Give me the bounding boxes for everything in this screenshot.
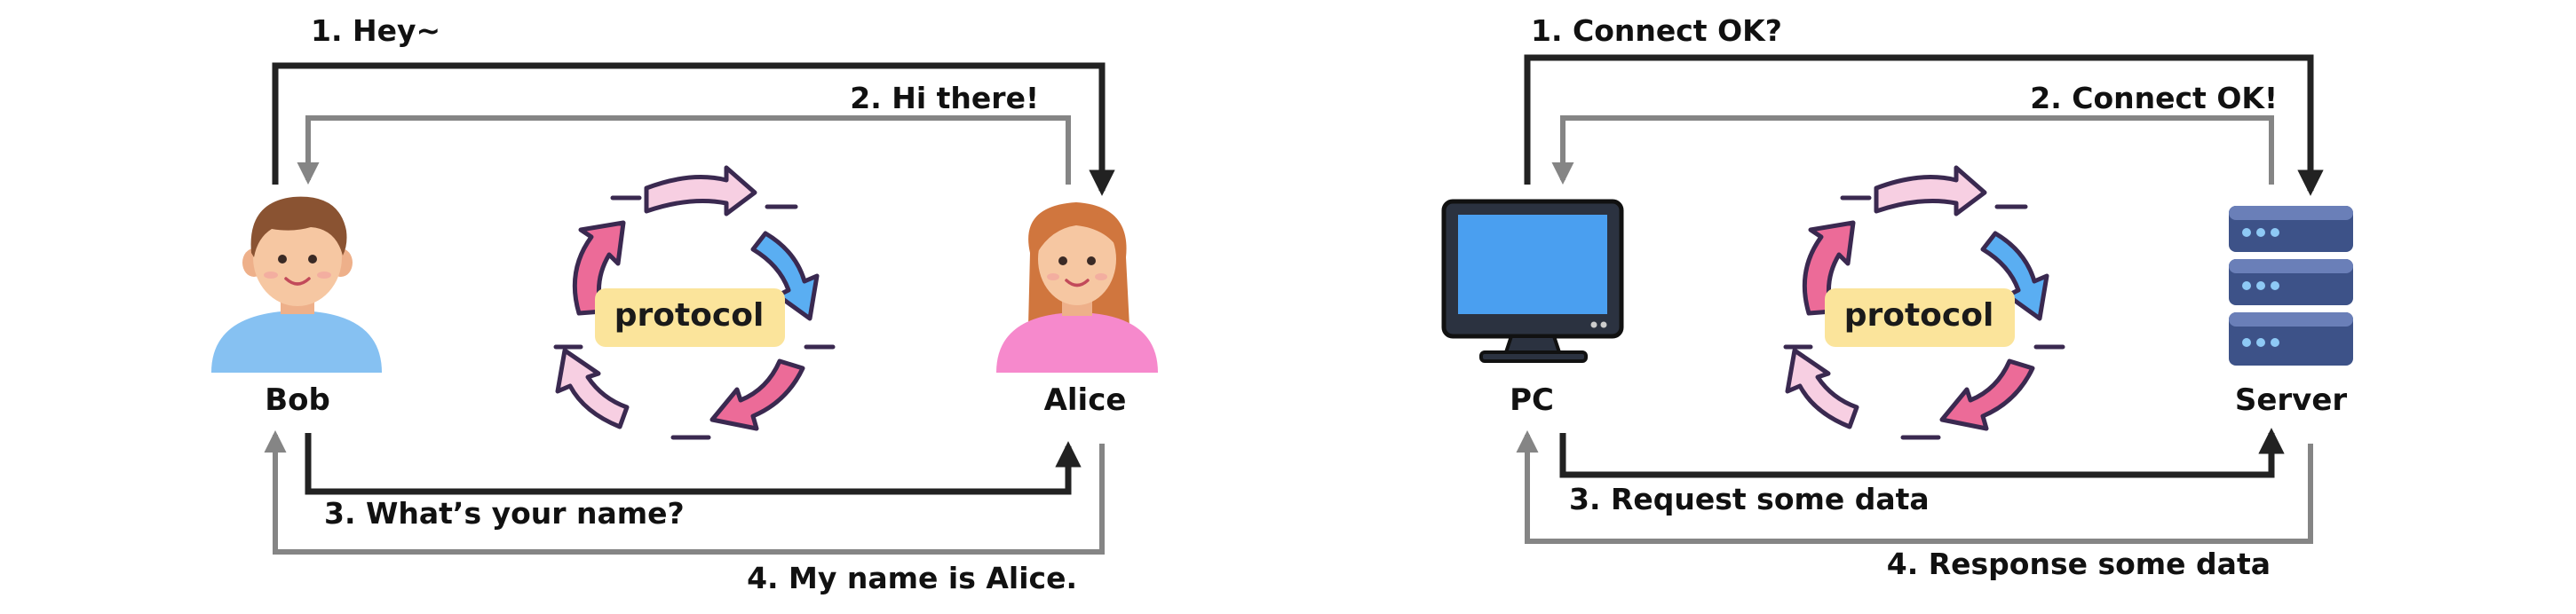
protocol-cycle-icon [553, 165, 836, 440]
message-2-label: 2. Hi there! [850, 81, 1039, 115]
arrow-4-response-data [1516, 429, 2313, 544]
arrow-4-my-name-is-alice [264, 429, 1105, 555]
left-diagram: 1. Hey~ 2. Hi there! 3. What’s your name… [211, 13, 1158, 595]
arrow-3-whats-your-name [305, 433, 1082, 495]
message-3-label: 3. What’s your name? [324, 496, 685, 531]
actor-pc-label: PC [1510, 382, 1554, 418]
message-4-label: 4. My name is Alice. [747, 561, 1077, 595]
arrow-2-hi-there [297, 115, 1071, 185]
actor-bob-label: Bob [265, 382, 330, 418]
message-1-label: 1. Hey~ [311, 13, 440, 48]
message-2-label: 2. Connect OK! [2030, 81, 2278, 115]
protocol-label: protocol [614, 297, 765, 334]
message-3-label: 3. Request some data [1569, 482, 1930, 516]
person-alice-icon [996, 202, 1158, 373]
arrow-1-hey [272, 62, 1115, 196]
person-bob-icon [211, 196, 382, 373]
protocol-label: protocol [1844, 297, 1994, 334]
arrow-1-connect-ok-question [1524, 54, 2324, 196]
arrow-2-connect-ok [1551, 115, 2274, 185]
protocol-cycle-icon [1783, 165, 2065, 440]
actor-server-label: Server [2235, 382, 2348, 418]
message-1-label: 1. Connect OK? [1531, 13, 1782, 48]
server-icon [2229, 206, 2353, 366]
arrow-3-request-data [1559, 428, 2285, 478]
right-diagram: 1. Connect OK? 2. Connect OK! 3. Request… [1441, 13, 2353, 581]
pc-monitor-icon [1441, 199, 1624, 363]
message-4-label: 4. Response some data [1887, 547, 2271, 581]
actor-alice-label: Alice [1044, 382, 1127, 418]
